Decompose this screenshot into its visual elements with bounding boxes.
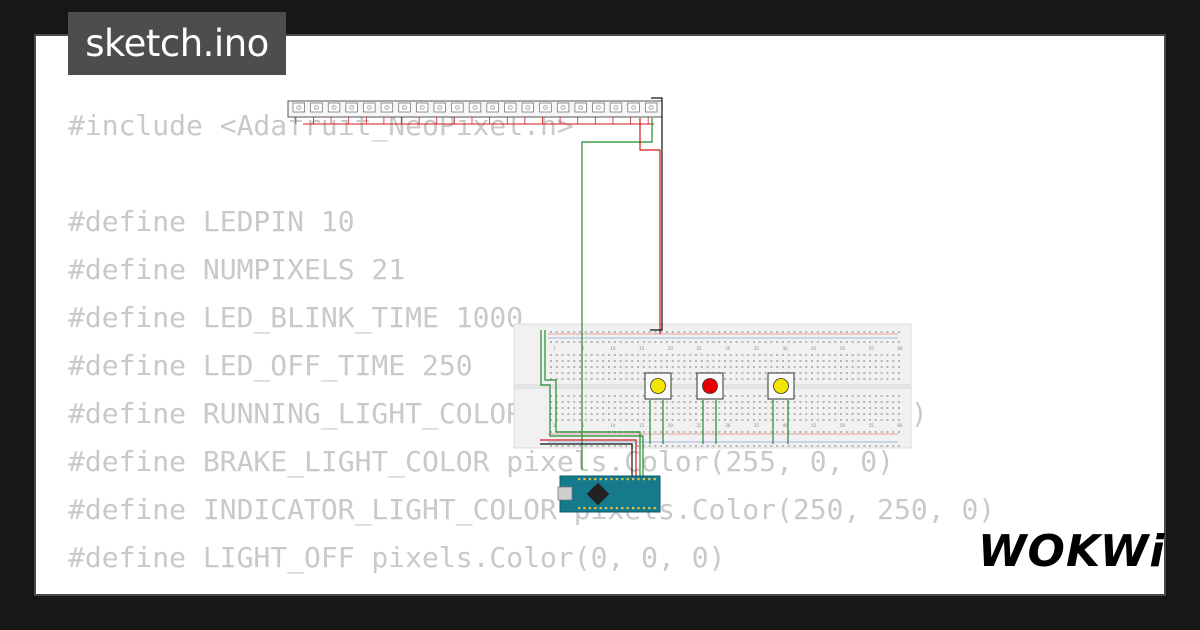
push-button-left [644, 372, 672, 400]
breadboard-column-number: 25 [697, 423, 703, 428]
neopixel-led-lens [437, 105, 443, 110]
neopixel-led-lens [349, 105, 355, 110]
neopixel-led-lens [454, 105, 460, 110]
breadboard-column-number: 30 [725, 423, 731, 428]
push-button-center [696, 372, 724, 400]
neopixel-led-lens [296, 105, 302, 110]
breadboard-column-number: 55 [869, 346, 875, 351]
breadboard-column-number: 20 [668, 346, 674, 351]
breadboard-column-number: 25 [697, 346, 703, 351]
breadboard-column-number: 5 [582, 346, 585, 351]
breadboard-column-number: 1 [553, 346, 556, 351]
breadboard-column-number: 60 [897, 423, 903, 428]
neopixel-led-lens [648, 105, 654, 110]
breadboard-column-number: 45 [811, 346, 817, 351]
breadboard-column-number: 60 [897, 346, 903, 351]
neopixel-led-lens [366, 105, 372, 110]
code-line: #define LIGHT_OFF pixels.Color(0, 0, 0) [68, 541, 726, 574]
neopixel-led-lens [384, 105, 390, 110]
code-line: #define LEDPIN 10 [68, 205, 355, 238]
code-line: #define NUMPIXELS 21 [68, 253, 406, 286]
neopixel-led-lens [331, 105, 337, 110]
chip-icon [586, 482, 610, 506]
breadboard-column-number: 5 [582, 423, 585, 428]
neopixel-led-lens [595, 105, 601, 110]
breadboard-column-number: 55 [869, 423, 875, 428]
neopixel-led-lens [507, 105, 513, 110]
code-line: #define Position of [68, 582, 995, 594]
arduino-pins [578, 478, 656, 510]
neopixel-led-lens [490, 105, 496, 110]
push-button-right [767, 372, 795, 400]
code-line: #define LED_BLINK_TIME 1000 [68, 301, 524, 334]
breadboard-column-number: 40 [783, 423, 789, 428]
breadboard-column-number: 20 [668, 423, 674, 428]
neopixel-led-lens [631, 105, 637, 110]
breadboard-column-number: 50 [840, 346, 846, 351]
wires [540, 97, 789, 480]
neopixel-led-lens [313, 105, 319, 110]
arduino-nano [557, 475, 661, 513]
breadboard-column-number: 45 [811, 423, 817, 428]
neopixel-strip [287, 100, 663, 125]
breadboard-column-number: 35 [754, 423, 760, 428]
neopixel-led-lens [560, 105, 566, 110]
breadboard-column-number: 50 [840, 423, 846, 428]
neopixel-led-lens [613, 105, 619, 110]
neopixel-led-lens [525, 105, 531, 110]
breadboard-column-number: 15 [639, 346, 645, 351]
breadboard-column-number: 40 [783, 346, 789, 351]
neopixel-led-lens [578, 105, 584, 110]
file-tab[interactable]: sketch.ino [68, 12, 286, 75]
neopixel-led-lens [543, 105, 548, 110]
breadboard-column-number: 10 [610, 423, 616, 428]
breadboard-column-number: 1 [553, 423, 556, 428]
usb-port-icon [557, 486, 573, 501]
breadboard-column-number: 35 [754, 346, 760, 351]
code-line: #define LED_OFF_TIME 250 [68, 349, 473, 382]
code-editor: #include <Adafruit_NeoPixel.h>#define LE… [68, 102, 995, 594]
neopixel-led-lens [419, 105, 425, 110]
code-line: #define BRAKE_LIGHT_COLOR pixels.Color(2… [68, 445, 895, 478]
breadboard-column-number: 30 [725, 346, 731, 351]
wokwi-logo: WOKWi [978, 526, 1166, 577]
neopixel-led-lens [402, 105, 407, 110]
breadboard-column-number: 10 [610, 346, 616, 351]
breadboard-column-number: 15 [639, 423, 645, 428]
neopixel-led-lens [472, 105, 478, 110]
